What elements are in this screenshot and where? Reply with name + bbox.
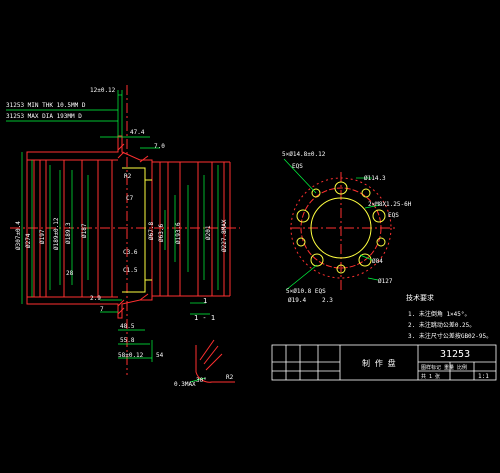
detail-view: R2 30° 0.3MAX [174,339,235,388]
title-part-name: 制 作 盘 [362,358,396,368]
detail-angle: 30° [196,377,207,384]
dim-d187: Ø187 [81,223,88,238]
dim-d193: Ø193.6 [175,222,182,244]
title-row1: 图样标记 重量 比例 [421,364,467,371]
title-sheet: 共 1 张 [421,373,440,380]
dim-d63-6: Ø63.6 [158,224,165,242]
note-min-thk: 31253 MIN THK 10.5MM D [6,102,86,109]
dim-hub-gap: 7.0 [154,143,165,150]
section-label-num: 1 [203,297,207,305]
tech-requirements: 技术要求 1. 未注倒角 1×45°。 2. 未注跳动公差0.25。 3. 未注… [406,293,492,340]
dim-48-5: 48.5 [120,323,135,330]
section-dim-texts: 12±0.12 47.4 7.0 R2 C7 C3.6 C1.5 28 2.9 … [66,87,165,359]
dim-2-9: 2.9 [90,295,101,302]
plan-d114: Ø114.3 [364,175,386,182]
dim-d197: Ø197 [39,229,46,244]
dim-c1-5: C1.5 [123,267,138,274]
dim-d67-8: Ø67.8 [148,222,155,240]
rotor-outline [26,135,153,319]
small-hole [361,188,371,198]
detail-profile [195,345,235,383]
plan-eqs2: EQS [388,212,399,219]
bolt-holes [296,181,386,267]
plan-view: 5×Ø14.8±0.12 EQS Ø114.3 2×M8X1.25-6H EQS… [282,151,412,304]
tech-req-item: 2. 未注跳动公差0.25。 [408,321,475,329]
small-hole [311,188,321,198]
dim-54: 54 [156,352,164,359]
small-hole [336,264,346,274]
detail-ref: 0.3MAX [174,381,196,388]
title-block [271,344,497,381]
plan-depth: 2.3 [322,297,333,304]
plan-thread: 2×M8X1.25-6H [368,201,412,208]
hub-bore [310,197,372,259]
small-hole [376,237,386,247]
hub-hat [122,167,152,293]
friction-faces [27,159,231,298]
plan-holes-5b: 5×Ø10.8 EQS [286,288,326,295]
plan-d84: Ø84 [372,258,383,265]
small-holes [296,188,386,274]
dim-c7: C7 [126,195,134,202]
bolt-hole [296,209,310,223]
detail-r2: R2 [226,374,234,381]
dim-c3-6: C3.6 [123,249,138,256]
small-hole [296,237,306,247]
dim-d189-3: Ø189.3 [65,222,72,244]
dim-top-thk: 12±0.12 [90,87,116,94]
bolt-hole [358,253,372,267]
plan-spot: Ø19.4 [288,297,306,304]
tech-req-title: 技术要求 [406,293,434,302]
dim-d201: Ø201 [205,225,212,240]
dim-28: 28 [66,270,74,277]
dim-d274: Ø274 [25,233,32,248]
plan-eqs1: EQS [292,163,303,170]
dim-d307: Ø307±0.4 [15,221,22,250]
plan-holes-5: 5×Ø14.8±0.12 [282,151,326,158]
dim-r2-top: R2 [124,173,132,180]
section-label: 1 - 1 [194,314,215,322]
title-part-no: 31253 [440,349,470,360]
section-diameter-texts: Ø307±0.4 Ø274 Ø197 Ø189±0.12 Ø189.3 Ø187… [15,217,228,252]
section-view: 12±0.12 47.4 7.0 R2 C7 C3.6 C1.5 28 2.9 … [6,85,240,375]
outer-ring [290,177,392,279]
tech-req-item: 1. 未注倒角 1×45°。 [408,310,471,318]
bolt-hole [334,181,348,195]
dim-58: 58±0.12 [118,352,144,359]
section-notes: 31253 MIN THK 10.5MM D 31253 MAX DIA 193… [6,102,86,120]
note-max-dia: 31253 MAX DIA 193MM D [6,113,82,120]
dim-d227: Ø227.8MAX [221,219,228,252]
tech-req-item: 3. 未注尺寸公差按GB02-95。 [408,332,492,340]
dim-hub-width: 47.4 [130,129,145,136]
bolt-circle [300,187,382,269]
title-scale: 1:1 [478,373,489,380]
bolt-hole [310,253,324,267]
bolt-hole [372,209,386,223]
dim-d189-2: Ø189±0.12 [53,217,60,250]
dimension-lines [21,90,219,362]
dim-7: 7 [100,306,104,313]
dim-55-8: 55.8 [120,337,135,344]
section-hatch [117,143,149,315]
plan-d127: Ø127 [378,278,393,285]
